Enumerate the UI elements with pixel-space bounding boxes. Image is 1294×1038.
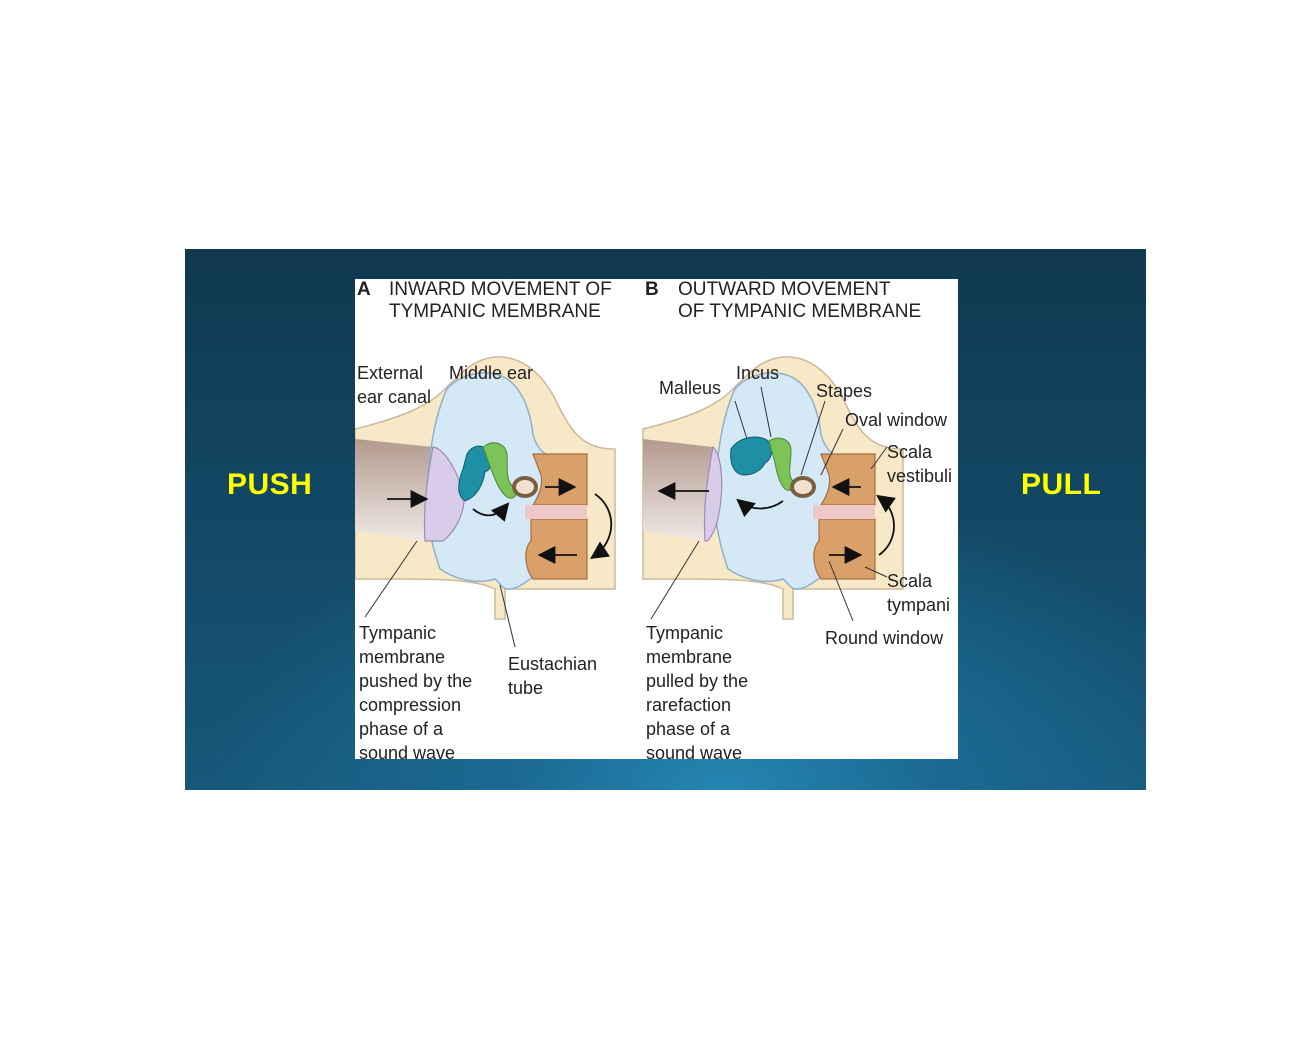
scala-vestibuli-label-2: vestibuli [887, 466, 953, 486]
tympanic-b-label-6: sound wave [646, 743, 743, 763]
middle-ear-label: Middle ear [449, 363, 534, 383]
eustachian-tube-label-1: Eustachian [508, 654, 598, 674]
panel-b-artwork [642, 356, 904, 622]
push-label: PUSH [227, 468, 313, 501]
tympanic-b-label-5: phase of a [646, 719, 731, 739]
scala-vestibuli-label-1: Scala [887, 442, 933, 462]
panel-b-letter: B [645, 279, 659, 300]
malleus-label: Malleus [659, 378, 722, 398]
oval-window-label: Oval window [845, 410, 948, 430]
stapes-label: Stapes [816, 381, 873, 401]
panel-a-artwork [355, 356, 616, 648]
scala-tympani-label-2: tympani [887, 595, 951, 615]
scala-tympani-label-1: Scala [887, 571, 933, 591]
tympanic-a-label-2: membrane [359, 647, 446, 667]
tympanic-b-label-2: membrane [646, 647, 733, 667]
panel-a-title-line1: INWARD MOVEMENT OF [389, 279, 612, 300]
ear-diagram-figure: A INWARD MOVEMENT OF TYMPANIC MEMBRANE E… [355, 279, 958, 763]
tympanic-b-label-3: pulled by the [646, 671, 749, 691]
incus-label: Incus [736, 363, 780, 383]
tympanic-a-label-1: Tympanic [359, 623, 437, 643]
round-window-label: Round window [825, 628, 944, 648]
eustachian-tube-label-2: tube [508, 678, 544, 698]
panel-a-title-line2: TYMPANIC MEMBRANE [389, 301, 601, 322]
tympanic-a-label-6: sound wave [359, 743, 456, 763]
tympanic-b-label-1: Tympanic [646, 623, 724, 643]
tympanic-a-label-3: pushed by the [359, 671, 473, 691]
external-ear-canal-label-2: ear canal [357, 387, 432, 407]
panel-b-title-line2: OF TYMPANIC MEMBRANE [678, 301, 922, 322]
tympanic-a-label-4: compression [359, 695, 462, 715]
tympanic-b-label-4: rarefaction [646, 695, 732, 715]
external-ear-canal-label-1: External [357, 363, 424, 383]
panel-b-title-line1: OUTWARD MOVEMENT [678, 279, 891, 300]
slide-background: PUSH PULL [185, 249, 1146, 790]
tympanic-a-label-5: phase of a [359, 719, 444, 739]
ear-diagram-artwork [355, 356, 904, 648]
pull-label: PULL [1021, 468, 1102, 501]
panel-a-letter: A [357, 279, 371, 300]
